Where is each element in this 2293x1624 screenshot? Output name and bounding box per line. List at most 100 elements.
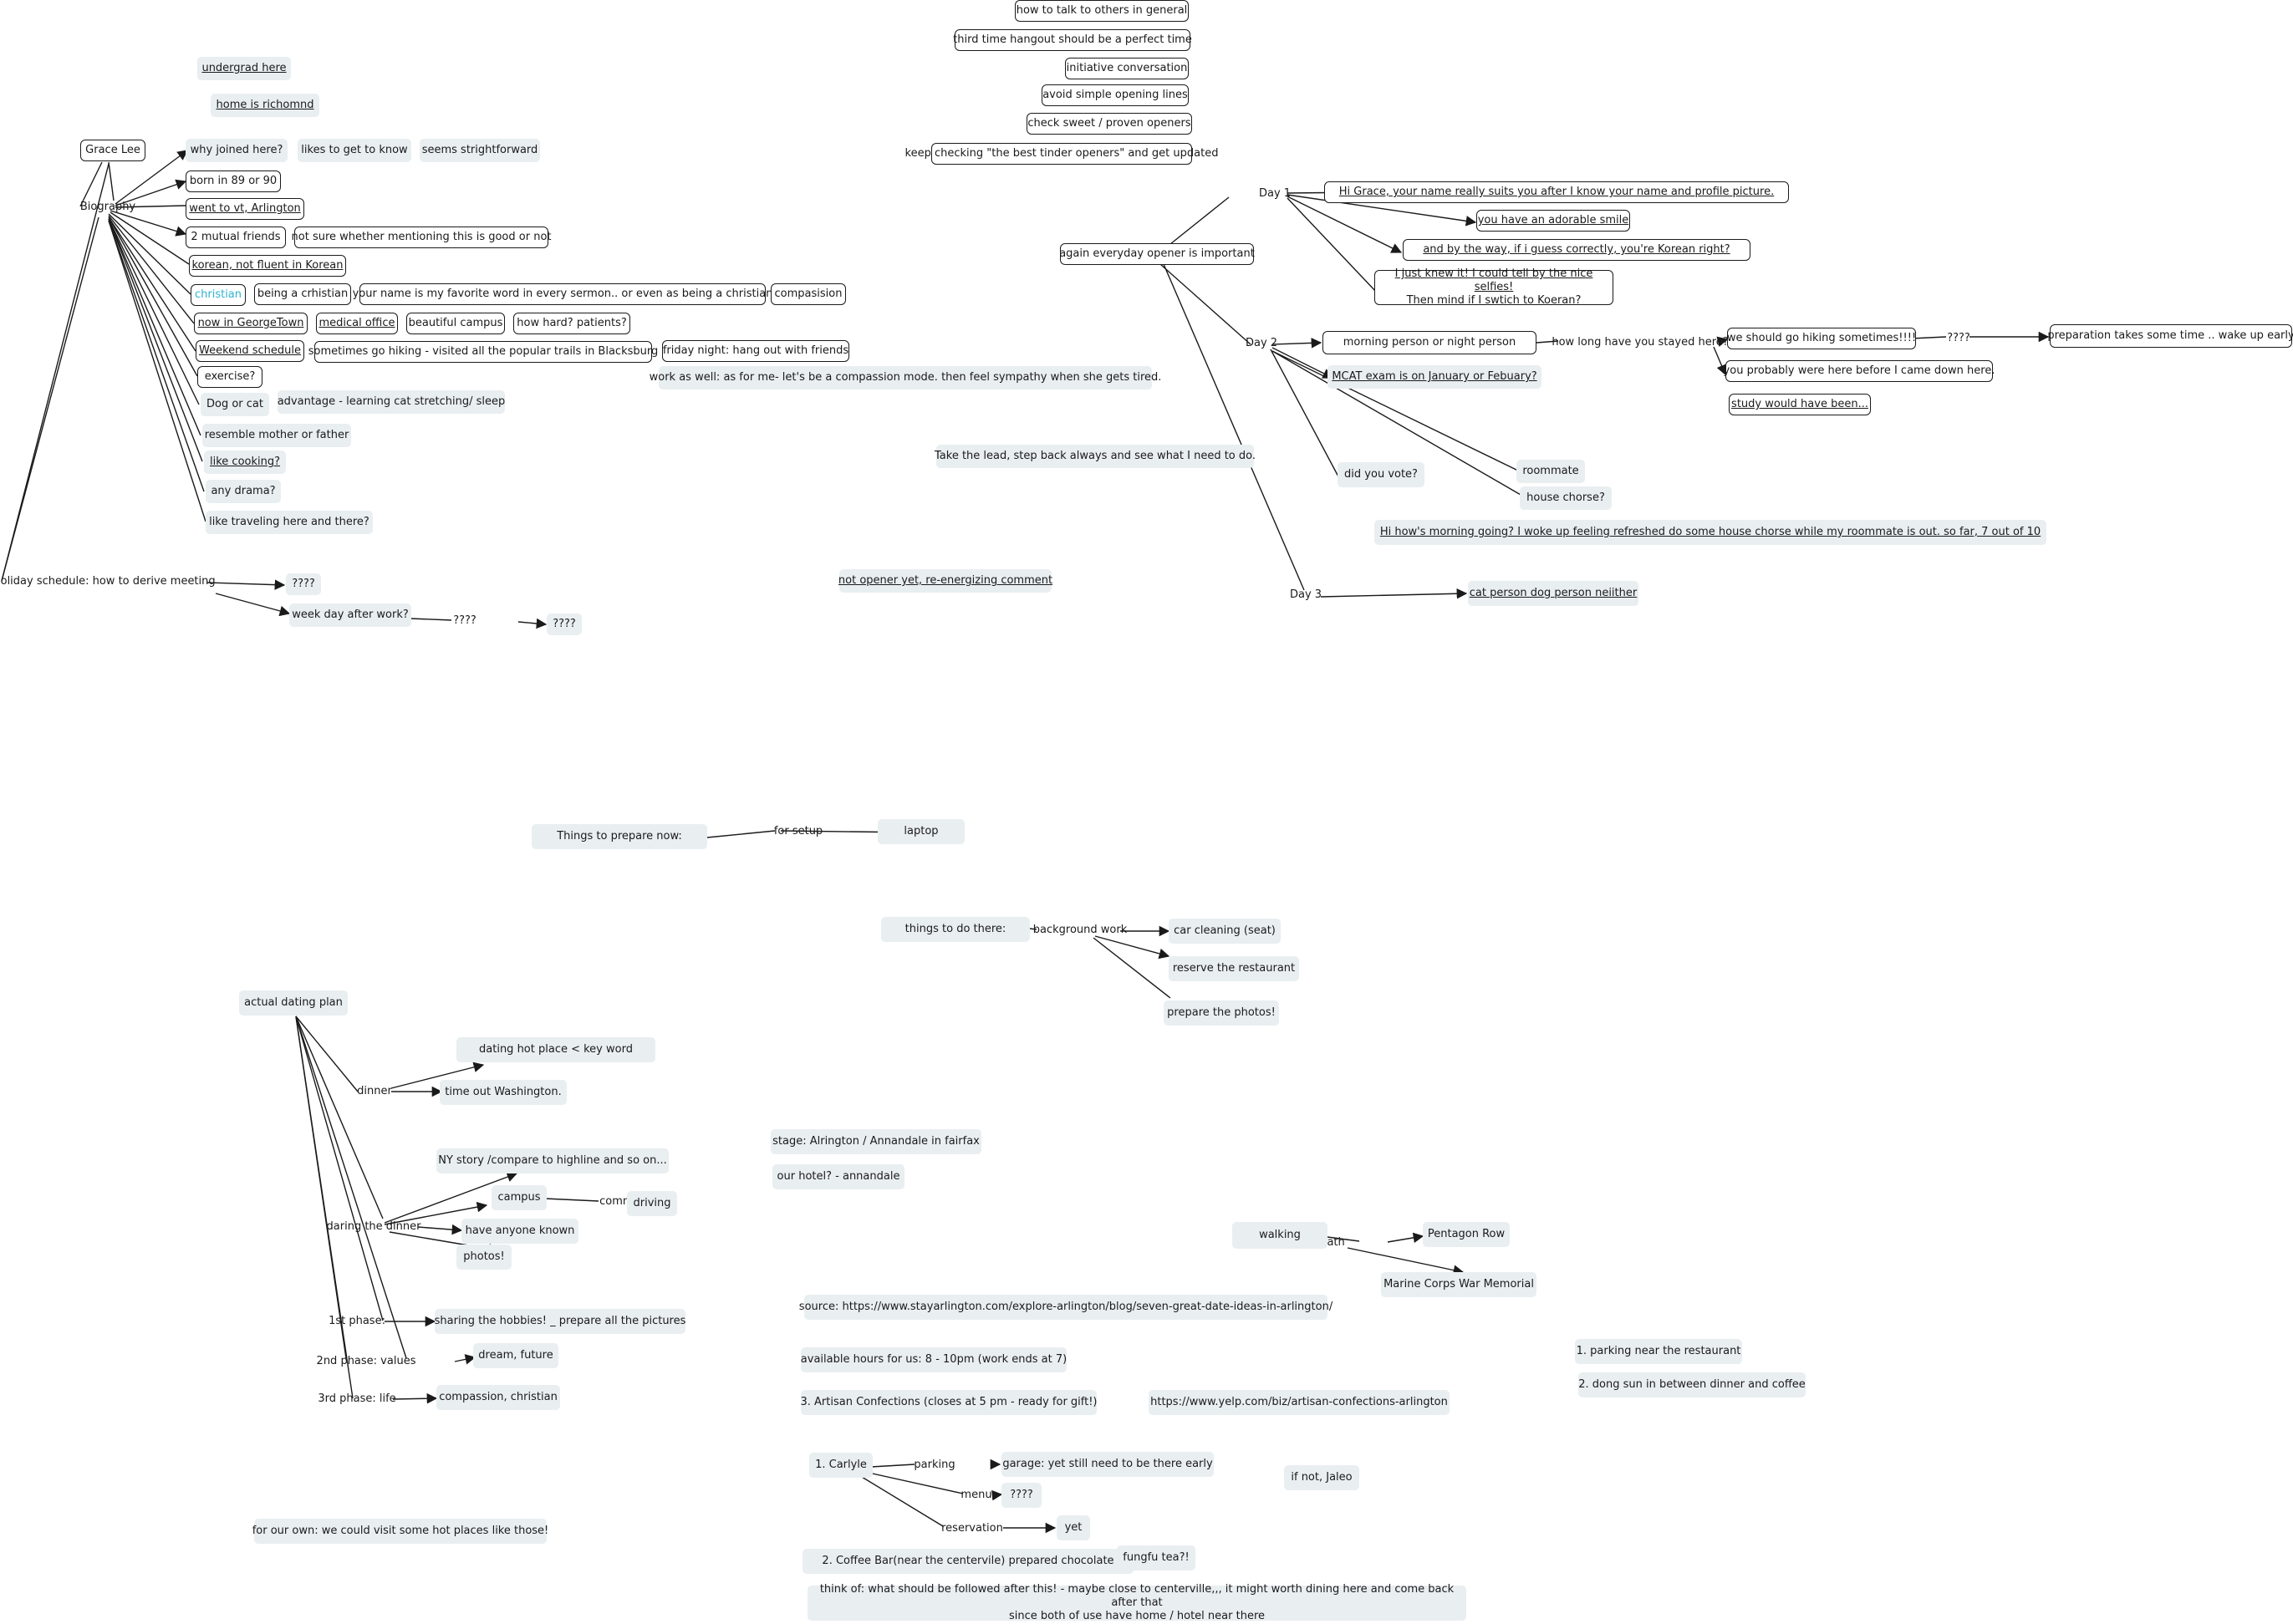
node-not-opener[interactable]: not opener yet, re-energizing comment: [838, 569, 1052, 593]
node-avoid-simple[interactable]: avoid simple opening lines: [1042, 84, 1189, 106]
node-hot-place[interactable]: dating hot place < key word: [456, 1037, 655, 1062]
node-take-lead[interactable]: Take the lead, step back always and see …: [935, 445, 1256, 468]
node-likes-to-know[interactable]: likes to get to know: [298, 139, 411, 162]
node-work-as-well[interactable]: work as well: as for me- let's be a comp…: [650, 366, 1161, 389]
node-campus[interactable]: campus: [492, 1185, 547, 1210]
node-weekday[interactable]: week day after work?: [289, 603, 411, 627]
node-day-1[interactable]: Day 1: [1258, 187, 1292, 200]
node-laptop[interactable]: laptop: [878, 819, 965, 844]
node-korean[interactable]: korean, not fluent in Korean: [189, 255, 346, 277]
node-day-2[interactable]: Day 2: [1245, 337, 1278, 349]
node-reserve[interactable]: reserve the restaurant: [1169, 956, 1299, 981]
node-parking-near[interactable]: 1. parking near the restaurant: [1575, 1339, 1742, 1364]
node-compasision[interactable]: compasision: [771, 283, 846, 305]
node-christian[interactable]: christian: [191, 284, 246, 306]
node-seems-straightforward[interactable]: seems strightforward: [420, 139, 540, 162]
node-hiking-trails[interactable]: sometimes go hiking - visited all the po…: [308, 341, 658, 363]
node-d1-smile[interactable]: you have an adorable smile: [1476, 210, 1630, 232]
node-think-of[interactable]: think of: what should be followed after …: [808, 1583, 1466, 1622]
node-coffee-bar[interactable]: 2. Coffee Bar(near the centervile) prepa…: [803, 1549, 1134, 1574]
node-marine[interactable]: Marine Corps War Memorial: [1381, 1272, 1536, 1297]
node-favorite-word[interactable]: your name is my favorite word in every s…: [353, 283, 772, 305]
node-artisan[interactable]: 3. Artisan Confections (closes at 5 pm -…: [800, 1390, 1098, 1415]
node-study[interactable]: study would have been...: [1729, 394, 1871, 415]
node-anyone-known[interactable]: have anyone known: [461, 1219, 578, 1244]
node-for-own[interactable]: for our own: we could visit some hot pla…: [252, 1519, 548, 1544]
node-went-vt[interactable]: went to vt, Arlington: [186, 198, 304, 220]
node-fungfu[interactable]: fungfu tea?!: [1117, 1545, 1195, 1571]
node-walking[interactable]: walking: [1232, 1222, 1327, 1249]
node-probably[interactable]: you probably were here before I came dow…: [1724, 360, 1995, 382]
node-hobbies[interactable]: sharing the hobbies! _ prepare all the p…: [435, 1309, 685, 1334]
node-home[interactable]: home is richomnd: [211, 94, 319, 117]
node-source[interactable]: source: https://www.stayarlington.com/ex…: [799, 1295, 1332, 1320]
node-timeout[interactable]: time out Washington.: [440, 1080, 567, 1105]
node-talk-general[interactable]: how to talk to others in general: [1015, 0, 1189, 22]
node-q-menu[interactable]: ????: [1001, 1483, 1042, 1508]
node-garage[interactable]: garage: yet still need to be there early: [1001, 1452, 1214, 1477]
node-undergrad[interactable]: undergrad here: [197, 57, 291, 80]
node-mcat[interactable]: MCAT exam is on January or Febuary?: [1327, 365, 1541, 389]
node-ny-story[interactable]: NY story /compare to highline and so on.…: [436, 1148, 669, 1173]
node-things-do[interactable]: things to do there:: [881, 917, 1030, 942]
node-cooking[interactable]: like cooking?: [204, 451, 286, 474]
node-during-dinner[interactable]: daring the dinner: [326, 1220, 421, 1233]
node-q-weekday[interactable]: ????: [547, 613, 582, 635]
node-compassion[interactable]: compassion, christian: [436, 1385, 560, 1410]
node-morning-night[interactable]: morning person or night person: [1322, 331, 1536, 354]
node-beautiful-campus[interactable]: beautiful campus: [406, 313, 505, 334]
node-dog-cat[interactable]: Dog or cat: [201, 393, 269, 416]
node-available[interactable]: available hours for us: 8 - 10pm (work e…: [801, 1347, 1067, 1372]
node-did-vote[interactable]: did you vote?: [1338, 462, 1424, 487]
node-dong-sun[interactable]: 2. dong sun in between dinner and coffee: [1578, 1372, 1806, 1397]
node-drama[interactable]: any drama?: [206, 480, 281, 503]
node-friday[interactable]: friday night: hang out with friends: [662, 340, 849, 362]
node-phase-2[interactable]: 2nd phase: values: [316, 1355, 416, 1367]
node-actual-plan[interactable]: actual dating plan: [239, 990, 348, 1016]
node-holiday[interactable]: holiday schedule: how to derive meeting: [0, 575, 216, 588]
node-weekend[interactable]: Weekend schedule: [196, 340, 304, 362]
node-georgetown[interactable]: now in GeorgeTown: [194, 313, 308, 334]
node-yet[interactable]: yet: [1057, 1515, 1090, 1540]
node-traveling[interactable]: like traveling here and there?: [206, 511, 373, 534]
node-phase-1[interactable]: 1st phase:: [329, 1315, 385, 1327]
node-d1-name[interactable]: Hi Grace, your name really suits you aft…: [1324, 181, 1789, 203]
node-why-joined[interactable]: why joined here?: [186, 139, 288, 162]
node-house-chorse[interactable]: house chorse?: [1520, 486, 1612, 510]
node-initiative[interactable]: initiative conversation: [1065, 58, 1189, 79]
node-background-work[interactable]: background work: [1032, 924, 1128, 936]
node-preparation[interactable]: preparation takes some time .. wake up e…: [2047, 324, 2293, 348]
node-exercise[interactable]: exercise?: [197, 366, 262, 388]
node-dinner[interactable]: dinner: [357, 1085, 392, 1097]
node-if-not[interactable]: if not, Jaleo: [1284, 1465, 1359, 1490]
node-being-christian[interactable]: being a crhistian: [254, 283, 351, 305]
node-resemble[interactable]: resemble mother or father: [202, 424, 351, 447]
node-everyday-opener[interactable]: again everyday opener is important: [1059, 243, 1255, 265]
node-hi-morning[interactable]: Hi how's morning going? I woke up feelin…: [1374, 520, 2046, 545]
node-roommate[interactable]: roommate: [1516, 460, 1585, 483]
node-q-holiday[interactable]: ????: [286, 573, 321, 595]
node-keep-checking[interactable]: keep checking "the best tinder openers" …: [905, 143, 1218, 165]
node-medical-office[interactable]: medical office: [316, 313, 398, 334]
node-d1-knew[interactable]: I just knew it! I could tell by the nice…: [1374, 267, 1613, 307]
node-pentagon[interactable]: Pentagon Row: [1423, 1222, 1510, 1247]
node-photos[interactable]: photos!: [456, 1245, 512, 1270]
node-biography[interactable]: Biography: [79, 201, 136, 213]
node-third-time[interactable]: third time hangout should be a perfect t…: [953, 29, 1192, 51]
node-check-sweet[interactable]: check sweet / proven openers: [1027, 113, 1192, 135]
node-how-hard[interactable]: how hard? patients?: [513, 313, 630, 334]
node-driving[interactable]: driving: [627, 1191, 677, 1216]
node-cat-dog[interactable]: cat person dog person neiither: [1468, 581, 1638, 606]
node-stage[interactable]: stage: Alrington / Annandale in fairfax: [771, 1129, 981, 1154]
node-grace-lee[interactable]: Grace Lee: [80, 140, 145, 161]
node-born[interactable]: born in 89 or 90: [186, 171, 281, 192]
node-advantage[interactable]: advantage - learning cat stretching/ sle…: [278, 390, 505, 414]
node-hiking-sometimes[interactable]: we should go hiking sometimes!!!!: [1727, 328, 1916, 349]
node-yelp[interactable]: https://www.yelp.com/biz/artisan-confect…: [1149, 1390, 1450, 1415]
node-car-cleaning[interactable]: car cleaning (seat): [1169, 919, 1281, 944]
node-mutual-friends[interactable]: 2 mutual friends: [186, 227, 286, 248]
node-phase-3[interactable]: 3rd phase: life: [318, 1392, 396, 1405]
node-d1-korean[interactable]: and by the way, if i guess correctly, yo…: [1403, 239, 1750, 261]
node-things-prepare[interactable]: Things to prepare now:: [532, 824, 707, 849]
node-photos-prep[interactable]: prepare the photos!: [1164, 1000, 1279, 1026]
